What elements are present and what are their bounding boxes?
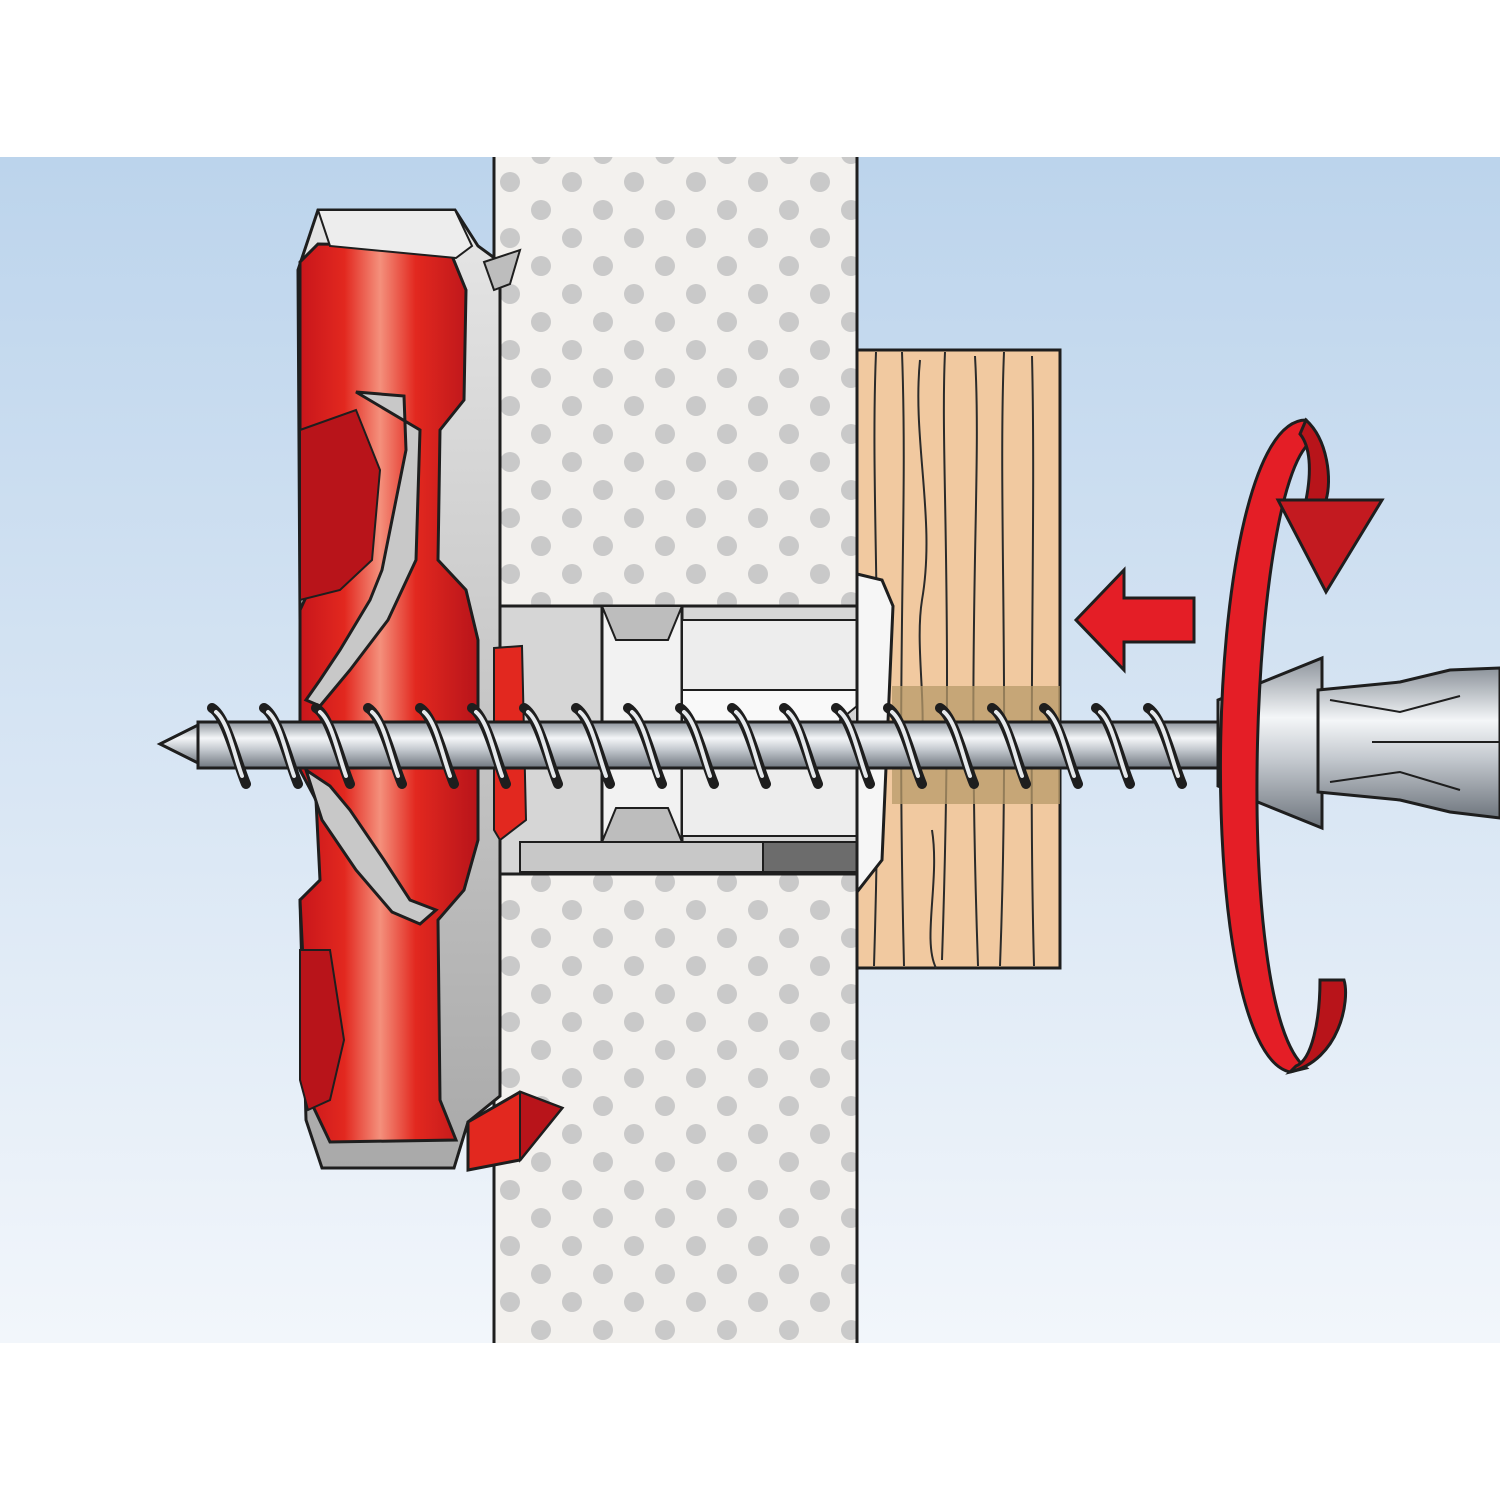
- screw-thread-highlight: [318, 710, 348, 778]
- screw-thread-highlight: [1046, 710, 1076, 778]
- screw-thread-highlight: [682, 710, 712, 778]
- screw: [156, 655, 1324, 831]
- screw-thread-highlight: [838, 710, 868, 778]
- screw-thread-highlight: [1098, 710, 1128, 778]
- screw-thread-highlight: [578, 710, 608, 778]
- screw-thread-highlight: [734, 710, 764, 778]
- clockwise-rotation-icon: [1219, 417, 1385, 1075]
- screw-thread-highlight: [994, 710, 1024, 778]
- arrow-left-icon: [1073, 566, 1196, 674]
- screw-thread-highlight: [890, 710, 920, 778]
- screw-thread-highlight: [370, 710, 400, 778]
- screw-thread-highlight: [422, 710, 452, 778]
- screw-thread-highlight: [1150, 710, 1180, 778]
- anchor-body: [296, 208, 565, 1172]
- screw-thread-highlight: [474, 710, 504, 778]
- screw-thread-highlight: [786, 710, 816, 778]
- screw-thread-highlight: [942, 710, 972, 778]
- screwdriver-bit: [1316, 666, 1500, 820]
- screw-thread-highlight: [526, 710, 556, 778]
- screw-thread-highlight: [214, 710, 244, 778]
- screw-thread-highlight: [266, 710, 296, 778]
- screw-thread-highlight: [630, 710, 660, 778]
